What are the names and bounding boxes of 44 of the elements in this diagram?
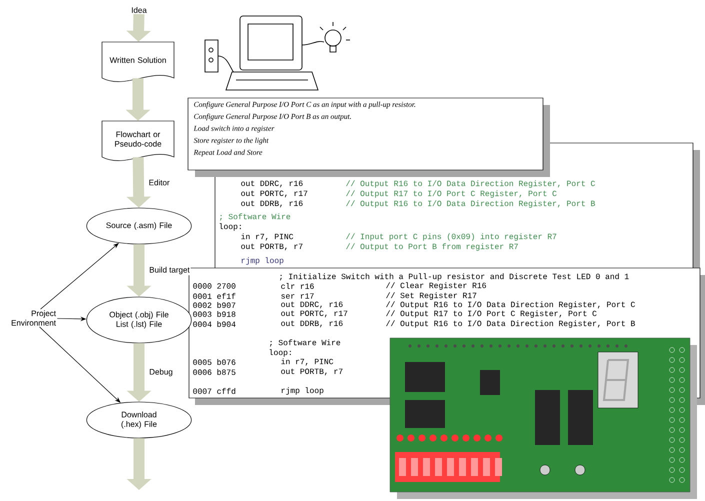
code-line: out PORTB, r7	[241, 244, 302, 250]
flow-label: Idea	[132, 7, 147, 13]
code-line: loop:	[220, 223, 241, 231]
code-line: 0001 ef1f	[193, 293, 236, 299]
code-line: // Output R17 to I/O Port C Register, Port C	[386, 310, 597, 318]
code-line: 0006 b875	[193, 369, 236, 375]
code-line: 0007 cffd	[193, 388, 236, 394]
ellipse-node: Source (.asm) File	[86, 208, 192, 244]
code-line: out DDRC, r16	[241, 180, 303, 188]
edge-label: Editor	[148, 178, 171, 186]
code-line: loop:	[270, 349, 291, 357]
code-line: rjmp loop	[282, 387, 324, 395]
code-line: out DDRB, r16	[241, 200, 303, 208]
code-line: in r7, PINC	[241, 233, 294, 241]
code-comment: // Output R17 to I/O Port C Register, Port C	[346, 190, 557, 198]
edge-label: Debug	[148, 368, 174, 378]
code-line: 0005 b076	[193, 359, 236, 365]
code-line: ser r17	[281, 293, 314, 299]
ellipse-node: Object (.obj) File List (.lst) File	[86, 296, 192, 344]
code-line: out DDRC, r16	[281, 302, 343, 308]
code-line: out PORTC, r17	[241, 190, 308, 198]
code-line: // Clear Register R16	[386, 282, 486, 290]
code-comment: ; Software Wire	[220, 213, 290, 221]
code-line: // Set Register R17	[386, 292, 476, 300]
code-comment: // Output to Port B from register R7	[346, 243, 518, 251]
ellipse-node: Download (.hex) File	[86, 402, 192, 438]
edge-label: Build target	[148, 266, 191, 276]
code-line: 0000 2700	[193, 283, 236, 289]
code-line: // Output R16 to I/O Data Direction Register, Port C	[386, 301, 635, 309]
code-line: in r7, PINC	[281, 358, 334, 366]
code-comment: // Output R16 to I/O Data Direction Register, Port C	[346, 180, 595, 188]
document-box: Written Solution	[102, 42, 174, 82]
code-line: clr r16	[281, 283, 314, 289]
code-line: out DDRB, r16	[281, 320, 343, 328]
code-line: ; Software Wire	[270, 339, 340, 347]
document-box: Flowchart or Pseudo-code	[102, 120, 174, 161]
code-line: out PORTC, r17	[281, 310, 348, 318]
code-comment: // Input port C pins (0x09) into register R7	[346, 233, 556, 241]
code-line: ; Initialize Switch with a Pull-up resistor and Discrete Test LED 0 and 1	[280, 273, 629, 281]
code-line: out PORTB, r7	[281, 368, 342, 376]
code-line: rjmp loop	[242, 257, 284, 265]
code-line: // Output R16 to I/O Data Direction Register, Port B	[386, 320, 635, 328]
code-comment: // Output R16 to I/O Data Direction Register, Port B	[346, 200, 595, 208]
side-label: Project Environment	[12, 310, 56, 326]
